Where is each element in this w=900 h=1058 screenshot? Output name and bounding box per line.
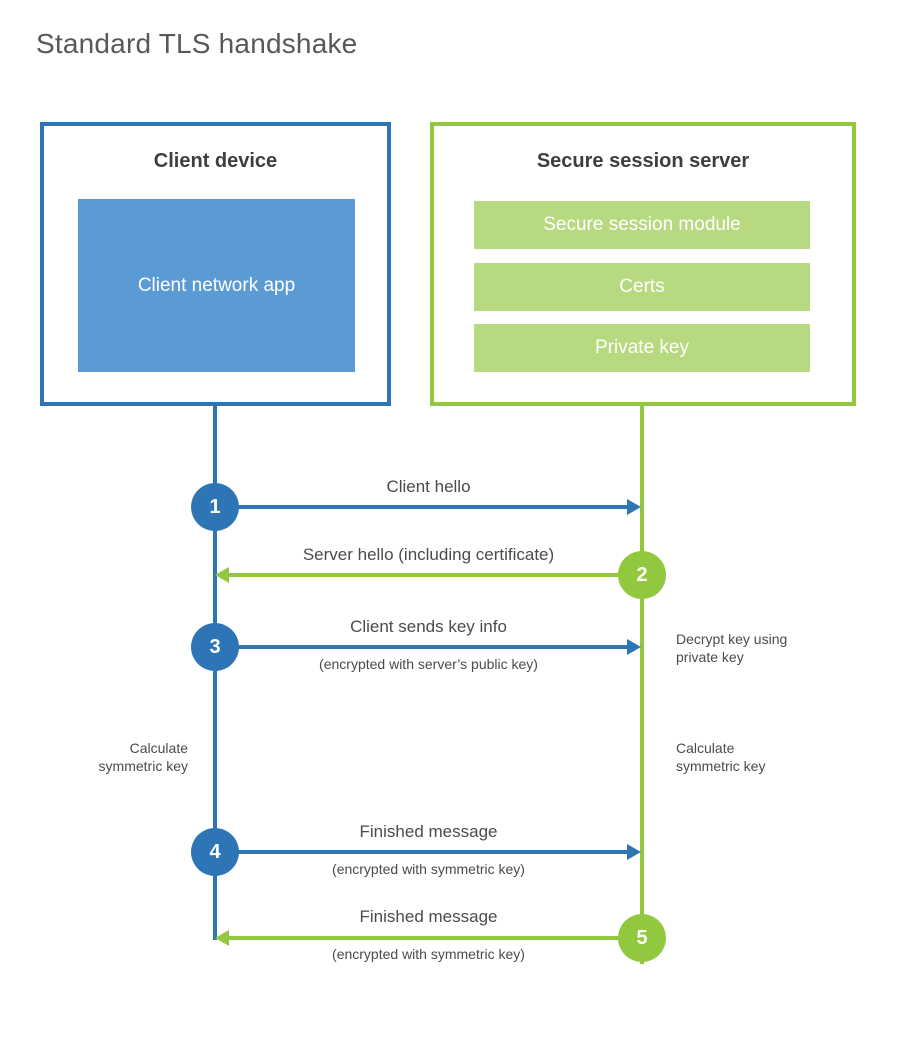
note-decrypt-key: Decrypt key using private key [676,631,788,666]
arrowhead-left-icon [215,567,229,583]
arrowhead-right-icon [627,499,641,515]
server-module-bar: Private key [474,324,810,372]
arrow-line-left [229,573,642,577]
arrowhead-left-icon [215,930,229,946]
server-module-label: Secure session module [543,214,741,235]
server-module-label: Private key [595,337,689,358]
server-module-bar: Certs [474,263,810,311]
message-label: Server hello (including certificate) [302,545,555,564]
message-sublabel: (encrypted with server’s public key) [319,656,538,672]
arrow-line-right [215,645,628,649]
step-number-badge: 5 [618,914,666,962]
server-lifeline [640,404,644,964]
arrowhead-right-icon [627,844,641,860]
server-module-label: Certs [619,276,665,297]
client-device-heading: Client device [153,150,278,172]
step-number-badge: 4 [191,828,239,876]
message-label: Finished message [359,822,498,841]
message-label: Finished message [359,907,498,926]
message-label: Client sends key info [350,617,507,636]
arrow-line-right [215,505,628,509]
client-lifeline [213,404,217,940]
step-number-badge: 2 [618,551,666,599]
arrowhead-right-icon [627,639,641,655]
secure-session-server-box: Secure session server Secure session mod… [430,122,856,406]
arrow-line-left [229,936,642,940]
step-number-badge: 3 [191,623,239,671]
message-sublabel: (encrypted with symmetric key) [332,946,525,962]
client-device-box: Client device Client network app [40,122,391,406]
client-network-app-box: Client network app [78,199,355,372]
page-title: Standard TLS handshake [36,28,358,59]
client-network-app-label: Client network app [137,274,296,296]
server-heading: Secure session server [536,150,750,172]
arrow-line-right [215,850,628,854]
server-module-bar: Secure session module [474,201,810,249]
note-calculate-symmetric-key-client: Calculate symmetric key [98,740,188,775]
step-number-badge: 1 [191,483,239,531]
note-calculate-symmetric-key-server: Calculate symmetric key [676,740,766,775]
message-label: Client hello [386,477,471,496]
message-sublabel: (encrypted with symmetric key) [332,861,525,877]
